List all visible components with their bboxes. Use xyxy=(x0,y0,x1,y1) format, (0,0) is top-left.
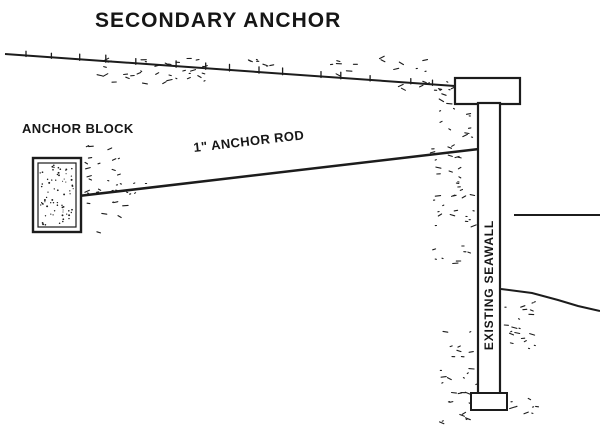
seawall-label: EXISTING SEAWALL xyxy=(482,220,496,350)
mudline xyxy=(500,288,600,312)
seawall xyxy=(453,76,522,411)
anchor-rod-label: 1" ANCHOR ROD xyxy=(193,127,305,155)
soil-texture xyxy=(84,55,540,425)
anchor-rod-line xyxy=(69,147,480,199)
ground-line xyxy=(4,53,456,87)
anchor-block-label: ANCHOR BLOCK xyxy=(22,121,134,136)
anchor-block xyxy=(31,156,83,234)
diagram-title: SECONDARY ANCHOR xyxy=(95,9,341,32)
anchor-block-stipple xyxy=(39,164,74,226)
seawall-cap xyxy=(453,76,522,106)
anchor-block-face xyxy=(37,162,77,228)
seawall-foot xyxy=(470,392,508,411)
